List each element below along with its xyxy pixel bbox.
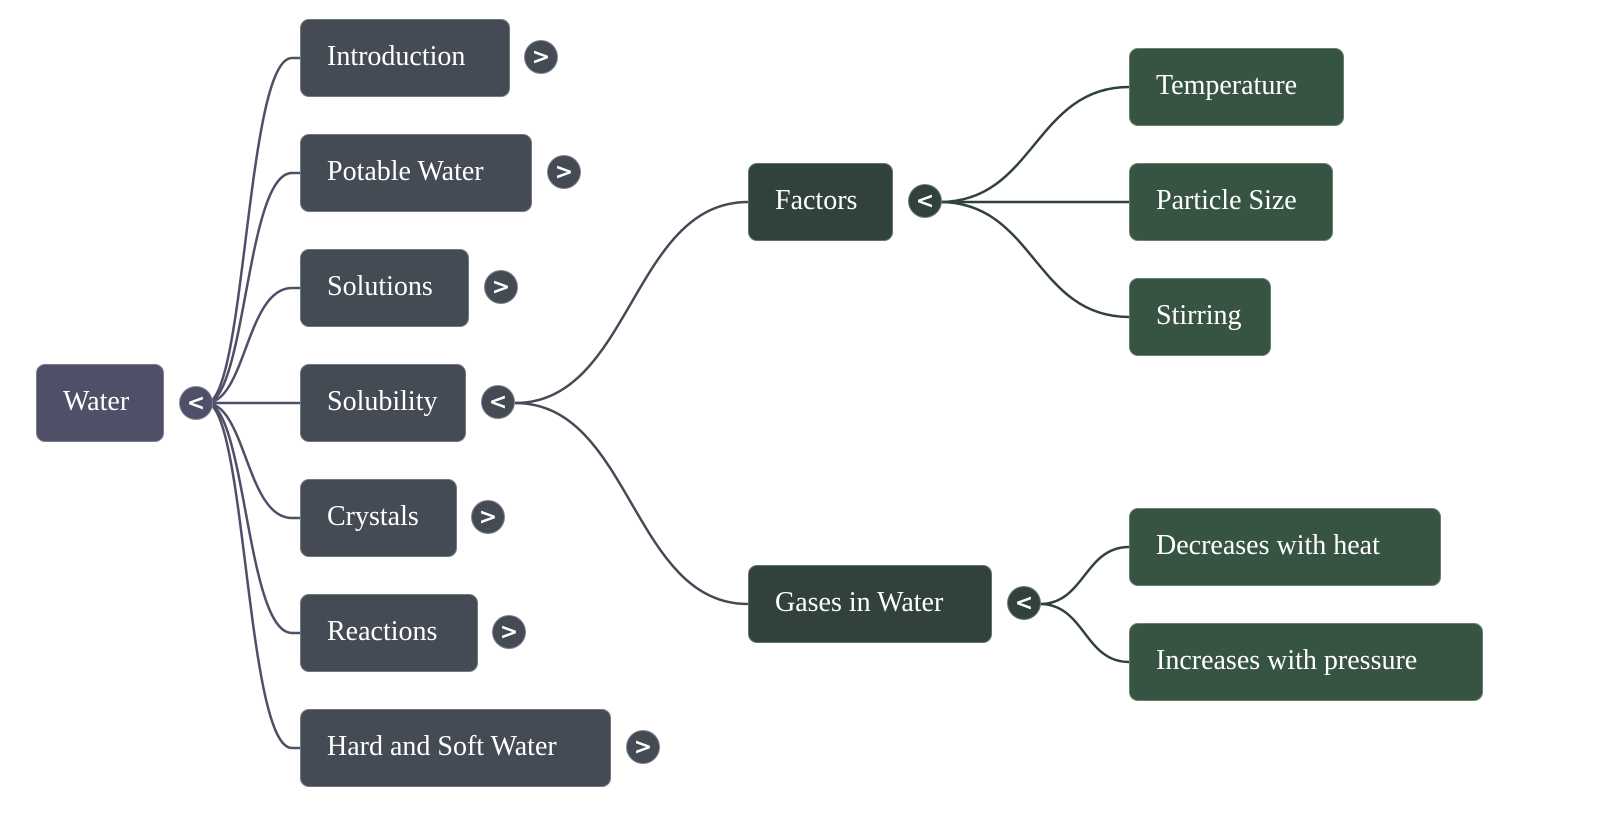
node-potable-water[interactable]: Potable Water bbox=[300, 134, 532, 212]
node-factors[interactable]: Factors bbox=[748, 163, 893, 241]
connector-water-2 bbox=[205, 286, 300, 405]
node-label: Factors bbox=[775, 185, 858, 216]
connector-water-6 bbox=[205, 401, 300, 750]
node-decreases-with-heat[interactable]: Decreases with heat bbox=[1129, 508, 1441, 586]
expand-toggle-solutions[interactable]: > bbox=[484, 270, 518, 304]
chevron-right-icon: > bbox=[499, 620, 519, 645]
connector-water-5 bbox=[205, 401, 300, 635]
node-hard-and-soft-water[interactable]: Hard and Soft Water bbox=[300, 709, 611, 787]
chevron-right-icon: > bbox=[491, 275, 511, 300]
node-solubility[interactable]: Solubility bbox=[300, 364, 466, 442]
connector-gases-0 bbox=[1039, 545, 1130, 606]
expand-toggle-potable-water[interactable]: > bbox=[547, 155, 581, 189]
connector-factors-2 bbox=[939, 200, 1130, 319]
chevron-right-icon: > bbox=[531, 45, 551, 70]
chevron-left-icon: < bbox=[488, 390, 508, 415]
chevron-right-icon: > bbox=[478, 505, 498, 530]
chevron-left-icon: < bbox=[1014, 591, 1034, 616]
collapse-toggle-water[interactable]: < bbox=[179, 386, 213, 420]
node-label: Hard and Soft Water bbox=[327, 731, 557, 762]
node-temperature[interactable]: Temperature bbox=[1129, 48, 1344, 126]
connector-solubility-factors bbox=[514, 200, 749, 405]
node-particle-size[interactable]: Particle Size bbox=[1129, 163, 1333, 241]
node-label: Introduction bbox=[327, 41, 466, 72]
node-label: Particle Size bbox=[1156, 185, 1297, 216]
node-label: Gases in Water bbox=[775, 587, 944, 618]
expand-toggle-reactions[interactable]: > bbox=[492, 615, 526, 649]
connector-water-0 bbox=[205, 56, 300, 405]
node-label: Temperature bbox=[1156, 70, 1298, 101]
collapse-toggle-factors[interactable]: < bbox=[908, 184, 942, 218]
node-label: Increases with pressure bbox=[1156, 645, 1418, 676]
node-introduction[interactable]: Introduction bbox=[300, 19, 510, 97]
connector-water-1 bbox=[205, 171, 300, 405]
chevron-right-icon: > bbox=[554, 160, 574, 185]
chevron-right-icon: > bbox=[633, 735, 653, 760]
node-reactions[interactable]: Reactions bbox=[300, 594, 478, 672]
expand-toggle-crystals[interactable]: > bbox=[471, 500, 505, 534]
collapse-toggle-solubility[interactable]: < bbox=[481, 385, 515, 419]
node-label: Solubility bbox=[327, 386, 438, 417]
connector-solubility-gases bbox=[514, 401, 749, 606]
node-label: Stirring bbox=[1156, 300, 1242, 331]
node-solutions[interactable]: Solutions bbox=[300, 249, 469, 327]
node-label: Potable Water bbox=[327, 156, 484, 187]
node-increases-with-pressure[interactable]: Increases with pressure bbox=[1129, 623, 1483, 701]
connector-gases-1 bbox=[1039, 602, 1130, 664]
node-water[interactable]: Water bbox=[36, 364, 164, 442]
node-label: Decreases with heat bbox=[1156, 530, 1380, 561]
node-label: Reactions bbox=[327, 616, 438, 647]
node-gases-in-water[interactable]: Gases in Water bbox=[748, 565, 992, 643]
node-label: Crystals bbox=[327, 501, 419, 532]
collapse-toggle-gases-in-water[interactable]: < bbox=[1007, 586, 1041, 620]
node-label: Water bbox=[63, 386, 130, 417]
node-crystals[interactable]: Crystals bbox=[300, 479, 457, 557]
expand-toggle-hard-and-soft-water[interactable]: > bbox=[626, 730, 660, 764]
expand-toggle-introduction[interactable]: > bbox=[524, 40, 558, 74]
chevron-left-icon: < bbox=[186, 391, 206, 416]
connector-water-4 bbox=[205, 401, 300, 520]
node-label: Solutions bbox=[327, 271, 433, 302]
node-stirring[interactable]: Stirring bbox=[1129, 278, 1271, 356]
connector-factors-0 bbox=[939, 85, 1130, 204]
chevron-left-icon: < bbox=[915, 189, 935, 214]
